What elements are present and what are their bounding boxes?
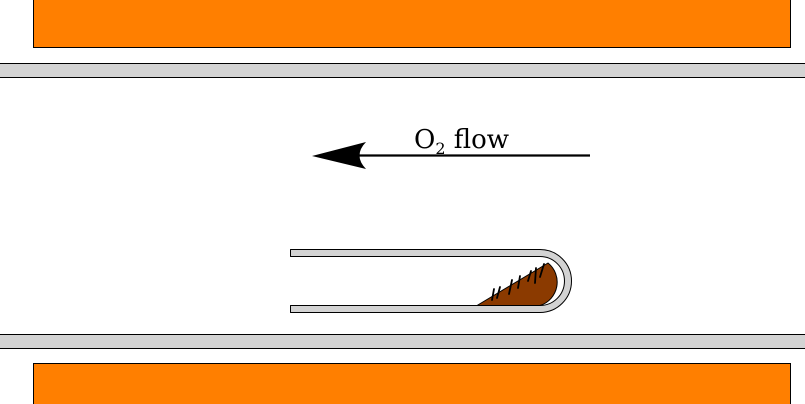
left-arrow-icon bbox=[312, 142, 366, 169]
bottom-heater bbox=[33, 363, 791, 404]
sample-hatch-marks bbox=[491, 263, 545, 301]
flow-label-suffix: flow bbox=[446, 125, 510, 155]
o2-flow-arrow bbox=[312, 142, 590, 169]
sample-boat bbox=[290, 249, 572, 313]
flow-label-subscript: 2 bbox=[435, 139, 445, 158]
top-heater bbox=[33, 0, 791, 48]
flow-label: O2 flow bbox=[414, 125, 509, 158]
flow-label-main: O bbox=[414, 125, 435, 155]
sample-material bbox=[476, 262, 558, 306]
bottom-tube-wall bbox=[0, 334, 805, 349]
top-tube-wall bbox=[0, 63, 805, 78]
